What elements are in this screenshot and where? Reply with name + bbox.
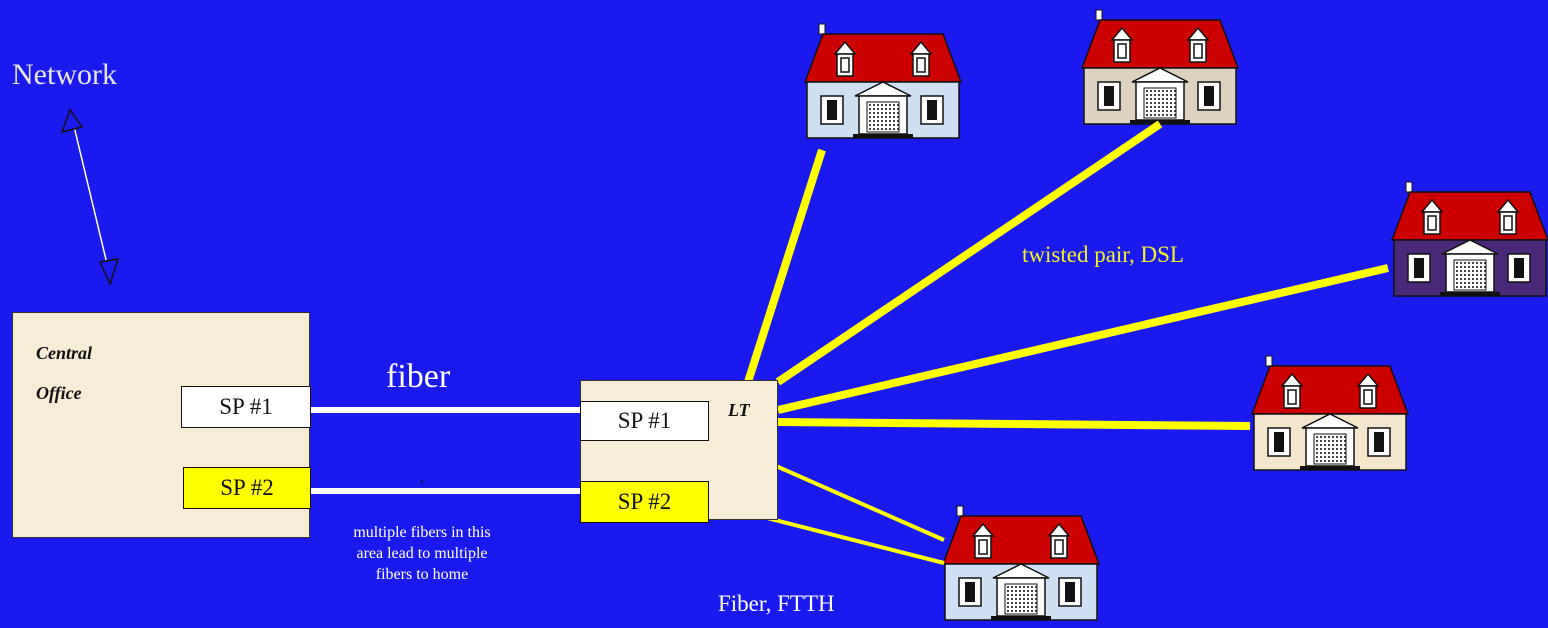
fiber-label: fiber [386, 358, 451, 395]
network-label: Network [12, 58, 117, 91]
central-office-label-line2: Office [36, 383, 82, 403]
twisted-pair-dsl-label: twisted pair, DSL [1022, 242, 1184, 267]
house-top-2 [1080, 9, 1240, 125]
house-bottom [941, 505, 1101, 621]
network-arrow [60, 108, 120, 287]
stray-mark: , [420, 468, 424, 485]
central-office-label-line1: Central [36, 343, 93, 363]
house-right-2 [1250, 355, 1410, 471]
lt-sp2-port: SP #2 [580, 481, 709, 523]
co-sp1-port: SP #1 [181, 386, 311, 428]
copper-line-house-right-1 [777, 264, 1389, 414]
lt-sp1-port: SP #1 [580, 401, 709, 441]
house-right-1 [1390, 181, 1548, 297]
copper-line-house-top-1 [744, 148, 826, 384]
copper-line-house-top-2 [775, 120, 1163, 386]
fiber-ftth-label: Fiber, FTTH [718, 591, 835, 616]
copper-line-house-right-2 [777, 418, 1251, 430]
multiple-fibers-note: multiple fibers in this area lead to mul… [353, 524, 491, 583]
central-office-box: Central Office SP #1 SP #2 [12, 312, 311, 538]
local-terminal-box: LT SP #1 SP #2 [580, 380, 778, 523]
copper-lines [744, 120, 1389, 430]
co-sp2-port: SP #2 [183, 467, 311, 509]
lt-label: LT [728, 400, 750, 420]
house-top-1 [803, 23, 963, 139]
